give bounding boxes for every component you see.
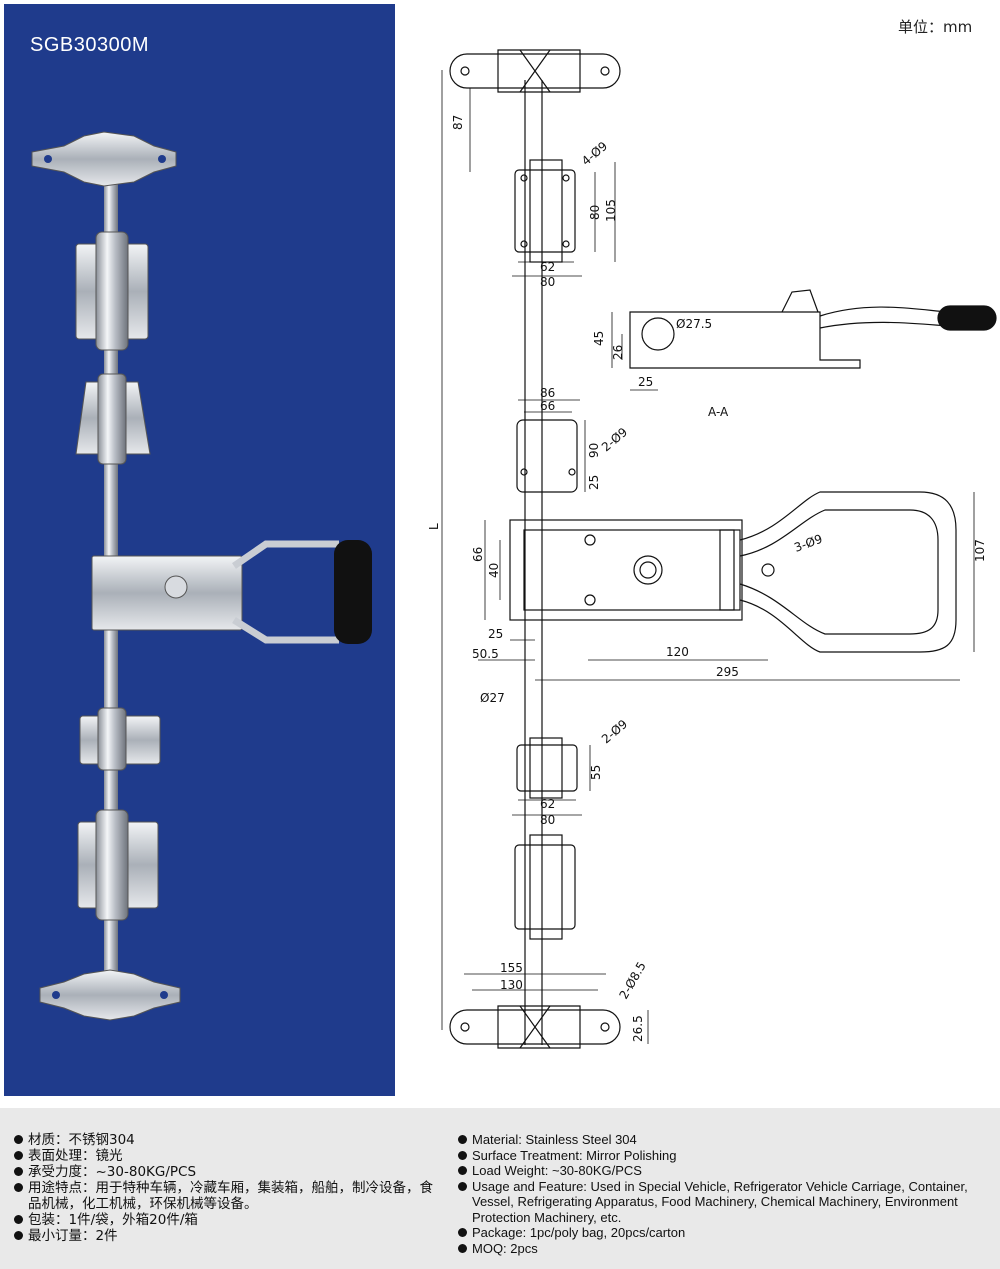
unit-label: 单位：mm	[898, 18, 973, 36]
spec-material-en: Material: Stainless Steel 304	[458, 1132, 978, 1148]
dim-80-lower: 80	[540, 813, 555, 827]
dim-50-5: 50.5	[472, 647, 499, 661]
bottom-keeper	[39, 969, 181, 1021]
dim-62-top: 62	[540, 260, 555, 274]
spec-material-cn: 材质：不锈钢304	[14, 1132, 444, 1148]
dim-80-top: 80	[540, 275, 555, 289]
dim-25-housing: 25	[488, 627, 503, 641]
dim-155: 155	[500, 961, 523, 975]
dim-25-side: 25	[638, 375, 653, 389]
dim-3-phi9: 3-Ø9	[792, 532, 824, 555]
dim-2-phi8-5: 2-Ø8.5	[616, 959, 648, 1001]
spec-load-en: Load Weight: ~30-80KG/PCS	[458, 1163, 978, 1179]
dim-26: 26	[611, 345, 625, 360]
dim-L: L	[427, 523, 441, 530]
spec-panel: 材质：不锈钢304 表面处理：镜光 承受力度：~30-80KG/PCS 用途特点…	[0, 1108, 1000, 1269]
dim-90: 90	[587, 443, 601, 458]
dim-66-housing: 66	[471, 547, 485, 562]
spec-moq-cn: 最小订量：2件	[14, 1228, 444, 1244]
dim-87: 87	[451, 115, 465, 130]
spec-surface-en: Surface Treatment: Mirror Polishing	[458, 1148, 978, 1164]
product-photo-panel: SGB30300M	[4, 4, 395, 1096]
spec-usage-en: Usage and Feature: Used in Special Vehic…	[458, 1179, 978, 1226]
dim-295: 295	[716, 665, 739, 679]
dim-86: 86	[540, 386, 555, 400]
dim-80-vertical: 80	[588, 205, 602, 220]
product-photo	[31, 131, 372, 1021]
dim-40: 40	[487, 563, 501, 578]
dim-phi27: Ø27	[480, 691, 505, 705]
dim-62-lower: 62	[540, 797, 555, 811]
dim-66-guide: 66	[540, 399, 555, 413]
dim-2-phi9-guide: 2-Ø9	[599, 425, 630, 454]
dim-45: 45	[592, 331, 606, 346]
dim-25-guide: 25	[587, 475, 601, 490]
section-label: A-A	[708, 405, 729, 419]
spec-package-cn: 包装：1件/袋，外箱20件/箱	[14, 1212, 444, 1228]
dim-phi27-5: Ø27.5	[676, 317, 712, 331]
spec-moq-en: MOQ: 2pcs	[458, 1241, 978, 1257]
dim-105: 105	[604, 199, 618, 222]
dim-4-phi9: 4-Ø9	[579, 139, 610, 168]
dim-130: 130	[500, 978, 523, 992]
spec-list-chinese: 材质：不锈钢304 表面处理：镜光 承受力度：~30-80KG/PCS 用途特点…	[14, 1132, 444, 1244]
spec-surface-cn: 表面处理：镜光	[14, 1148, 444, 1164]
dim-2-phi9-lower: 2-Ø9	[599, 717, 630, 746]
spec-usage-cn: 用途特点：用于特种车辆，冷藏车厢，集装箱，船舶，制冷设备，食品机械，化工机械，环…	[14, 1180, 444, 1212]
product-code: SGB30300M	[30, 34, 150, 56]
spec-load-cn: 承受力度：~30-80KG/PCS	[14, 1164, 444, 1180]
dim-55: 55	[589, 765, 603, 780]
dim-26-5: 26.5	[631, 1015, 645, 1042]
spec-list-english: Material: Stainless Steel 304 Surface Tr…	[458, 1132, 978, 1256]
top-keeper	[31, 131, 177, 187]
dim-107: 107	[973, 539, 987, 562]
dim-120: 120	[666, 645, 689, 659]
technical-drawing: 87 4-Ø9 80 105 62 80 45 26 Ø27.5 25 A-A …	[427, 49, 997, 1049]
spec-package-en: Package: 1pc/poly bag, 20pcs/carton	[458, 1225, 978, 1241]
